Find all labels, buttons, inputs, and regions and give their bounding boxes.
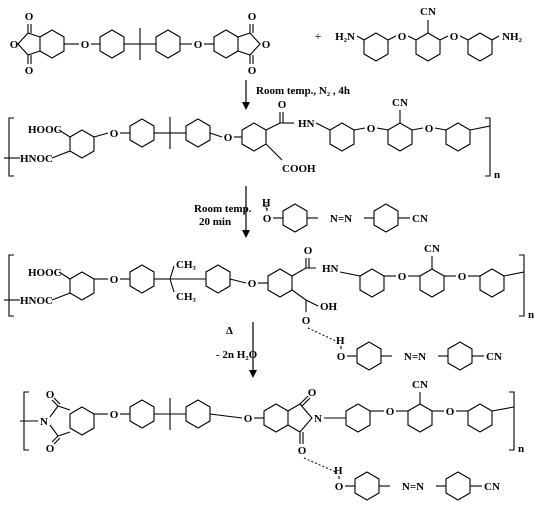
- ether-oxygen-9: O: [110, 274, 119, 286]
- dye-hydroxyl-o: O: [263, 213, 272, 225]
- ether-oxygen-16: O: [446, 406, 455, 418]
- polyamic-acid-dye-complex: HOOC HNOC O CH₃ CH₃ O O HN OH O O CN: [4, 243, 534, 371]
- bound-dye-oxygen-2: O: [335, 481, 344, 493]
- nitrile-group-4: CN: [412, 379, 428, 391]
- ether-oxygen-14: O: [244, 413, 253, 425]
- nitrile-group-3: CN: [424, 243, 440, 255]
- ether-oxygen-6: O: [224, 132, 233, 144]
- step2-conditions-line2: 20 min: [199, 216, 231, 228]
- plus-sign-2: +: [263, 199, 270, 213]
- ether-oxygen-10: O: [248, 278, 257, 290]
- polyimide-dye-product: N O O O O O O N O CN O: [20, 379, 524, 501]
- bound-dye-oxygen-1: O: [337, 351, 346, 363]
- imide-oxygen-3: O: [308, 387, 317, 399]
- azo-group-3: N=N: [402, 481, 424, 493]
- amine-group-left: H₂N: [335, 31, 355, 43]
- dye-nitrile-1: CN: [412, 213, 428, 225]
- step3-conditions-line1: Δ: [226, 325, 233, 337]
- dye-hydroxyl-h: H: [262, 197, 271, 209]
- ether-oxygen-12: O: [458, 271, 467, 283]
- repeat-n-2: n: [528, 309, 534, 321]
- ether-oxygen-1: O: [81, 39, 90, 51]
- bound-dye-hydroxyl-h-2: H: [334, 465, 343, 477]
- ether-oxygen-7: O: [367, 123, 376, 135]
- imide-oxygen-2: O: [46, 443, 55, 455]
- carbonyl-oxygen-4: O: [248, 65, 257, 77]
- ether-oxygen-8: O: [425, 123, 434, 135]
- carboxyl-group-2: COOH: [282, 163, 316, 175]
- ether-oxygen-2: O: [194, 39, 203, 51]
- dye-nitrile-3: CN: [484, 481, 500, 493]
- acid-hydroxyl-oh: OH: [320, 301, 338, 313]
- amine-group-right: NH₂: [502, 31, 523, 43]
- step1-conditions: Room temp., N₂ , 4h: [256, 85, 350, 97]
- carbonyl-oxygen-3: O: [248, 11, 257, 23]
- azo-group-1: N=N: [330, 213, 352, 225]
- dianhydride-monomer: O O O O O O O O: [10, 11, 271, 77]
- anhydride-oxygen-1: O: [10, 39, 19, 51]
- ether-oxygen-4: O: [450, 31, 459, 43]
- amide-carbonyl-oxygen-1: O: [278, 99, 287, 111]
- ether-oxygen-5: O: [110, 128, 119, 140]
- ether-oxygen-13: O: [110, 409, 119, 421]
- carboxyl-group-3: HOOC: [28, 267, 62, 279]
- polyamic-acid: HOOC HNOC O O O HN COOH O CN O: [4, 97, 500, 181]
- imide-oxygen-1: O: [46, 389, 55, 401]
- methyl-group-2: CH₃: [176, 291, 197, 303]
- amide-group-2: HNOC: [20, 295, 53, 307]
- step2-conditions-line1: Room temp.: [194, 203, 252, 215]
- imide-oxygen-4: O: [298, 445, 307, 457]
- nitrile-group-2: CN: [392, 97, 408, 109]
- carbonyl-oxygen-2: O: [25, 65, 34, 77]
- carboxyl-group-1: HOOC: [28, 124, 62, 136]
- ether-oxygen-15: O: [386, 406, 395, 418]
- ether-oxygen-3: O: [398, 31, 407, 43]
- step2-arrow: [242, 186, 250, 238]
- amide-nh-1: HN: [298, 118, 315, 130]
- dye-nitrile-2: CN: [486, 351, 502, 363]
- amide-group-1: HNOC: [20, 153, 53, 165]
- acid-carbonyl-oxygen: O: [302, 315, 311, 327]
- carbonyl-oxygen-1: O: [25, 11, 34, 23]
- bound-dye-hydroxyl-h-1: H: [336, 335, 345, 347]
- amide-nh-2: HN: [322, 263, 339, 275]
- amide-carbonyl-oxygen-2: O: [304, 245, 313, 257]
- step1-arrow: [242, 80, 250, 110]
- anhydride-oxygen-2: O: [262, 39, 271, 51]
- repeat-n-3: n: [518, 443, 524, 455]
- methyl-group-1: CH₃: [176, 259, 197, 271]
- plus-sign-1: +: [315, 29, 322, 43]
- diamine-monomer: H₂N O CN O NH₂: [335, 6, 523, 62]
- ether-oxygen-11: O: [398, 271, 407, 283]
- azo-group-2: N=N: [404, 351, 426, 363]
- imide-nitrogen-2: N: [314, 413, 322, 425]
- azo-dye-reagent: H O N=N CN: [262, 197, 428, 233]
- repeat-n-1: n: [494, 169, 500, 181]
- nitrile-group-1: CN: [420, 6, 436, 18]
- step3-arrow: [249, 322, 257, 378]
- imide-nitrogen-1: N: [40, 416, 48, 428]
- step3-conditions-line2: - 2n H₂O: [216, 349, 258, 361]
